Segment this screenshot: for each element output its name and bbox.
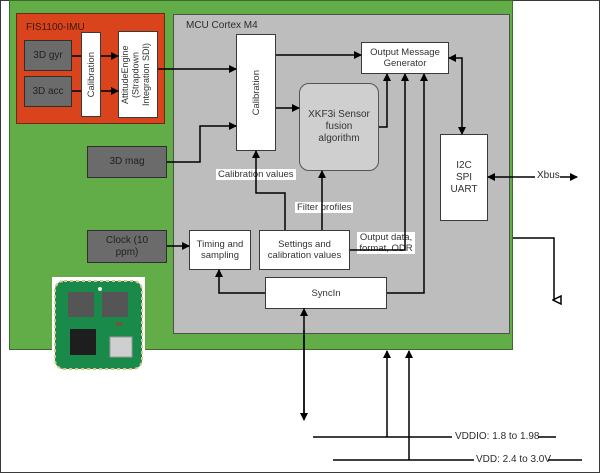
wire-settings-calibration	[252, 150, 286, 230]
vdd-label: VDD: 2.4 to 3.0V	[476, 454, 552, 465]
wire-syncin-timing	[215, 269, 265, 294]
mcu-title: MCU Cortex M4	[186, 20, 258, 31]
xbus-label: Xbus	[537, 170, 560, 181]
imu-title: FIS1100-IMU	[26, 22, 85, 33]
mcu-calibration-box: Calibration	[236, 34, 276, 151]
output-message-generator: Output Message Generator	[361, 42, 449, 74]
imu-calibration-box: Calibration	[81, 32, 101, 117]
wire-fusion-output	[379, 73, 391, 128]
settings-block: Settings and calibration values	[259, 230, 350, 270]
wire-interrupt-out	[513, 237, 554, 300]
wire-output-interfaces	[448, 54, 466, 135]
module-chip-photo	[52, 277, 145, 373]
syncin-block: SyncIn	[265, 277, 387, 309]
gyro-sensor: 3D gyr	[24, 40, 72, 71]
output-data-label: Output data, format, ODR	[357, 232, 415, 254]
wire-settings-output	[350, 73, 409, 251]
wire-mag-calibration	[167, 122, 237, 163]
magnetometer-sensor: 3D mag	[87, 146, 167, 178]
timing-sampling-block: Timing and sampling	[189, 230, 251, 270]
wire-syncin-output	[387, 73, 428, 294]
filter-profiles-label: Filter profiles	[295, 202, 354, 213]
attitude-engine-box: AttitudeEngine (Strapdown Integration SD…	[118, 31, 158, 118]
clock-block: Clock (10 ppm)	[87, 230, 167, 263]
accel-sensor: 3D acc	[24, 76, 72, 107]
chip-illustration	[52, 277, 145, 373]
sensor-fusion-block: XKF3i Sensor fusion algorithm	[299, 83, 379, 171]
vddio-label: VDDIO: 1.8 to 1.98	[455, 431, 540, 442]
